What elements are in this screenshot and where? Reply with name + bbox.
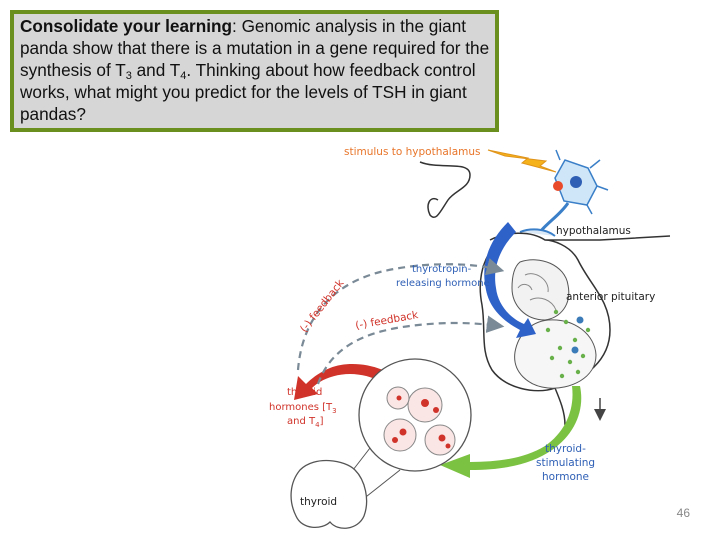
question-sub2: 4 bbox=[180, 70, 187, 82]
outer-feedback-line bbox=[296, 258, 505, 371]
thyroid-hormones-line3-group: and T4] bbox=[287, 416, 324, 429]
question-seg3: . Thinking about how feedback control wo… bbox=[20, 60, 476, 124]
thyroid-hormones-arrow bbox=[294, 364, 400, 400]
vessel-lines bbox=[517, 273, 557, 311]
thyroid-hormones-sub1: 3 bbox=[332, 407, 336, 415]
hormone-granules bbox=[545, 309, 591, 379]
thyroid-hormones-line2-group: hormones [T3 bbox=[269, 402, 337, 415]
anterior-pituitary-label: anterior pituitary bbox=[566, 291, 655, 303]
lightning-bolt-icon bbox=[487, 149, 557, 173]
posterior-lobe bbox=[511, 259, 570, 321]
neuron-icon bbox=[519, 149, 609, 237]
tsh-arrow bbox=[440, 386, 582, 478]
trh-label-line2: releasing hormone bbox=[396, 278, 490, 289]
page-number: 46 bbox=[676, 506, 690, 520]
thyroid-label: thyroid bbox=[300, 496, 337, 508]
outer-feedback-label: (-) feedback bbox=[298, 277, 347, 335]
thyroid-hormones-line1: thyroid bbox=[287, 387, 322, 398]
thyroid-hormones-line2: hormones [T bbox=[269, 402, 333, 413]
question-sub1: 3 bbox=[125, 70, 132, 82]
thyroid-hormones-sub2: 4 bbox=[315, 421, 320, 429]
thyroid-gland bbox=[290, 459, 368, 529]
tsh-label-line3: hormone bbox=[542, 471, 589, 483]
trh-label-line1: thyrotropin- bbox=[412, 264, 472, 275]
brain-outline bbox=[419, 161, 471, 219]
inner-feedback-line bbox=[316, 315, 505, 385]
question-heading: Consolidate your learning bbox=[20, 16, 233, 36]
anterior-lobe bbox=[514, 319, 597, 389]
question-seg1: : Genomic analysis in the giant panda sh… bbox=[20, 16, 490, 80]
question-seg2: and T bbox=[131, 60, 181, 80]
thyroid-hormones-line3: and T bbox=[287, 416, 316, 427]
hypothalamus-label: hypothalamus bbox=[556, 225, 631, 237]
question-box: Consolidate your learning: Genomic analy… bbox=[10, 10, 499, 132]
question-text: Consolidate your learning: Genomic analy… bbox=[20, 15, 495, 125]
thyroid-hormones-close: ] bbox=[320, 416, 324, 427]
stimulus-label: stimulus to hypothalamus bbox=[344, 146, 481, 158]
zoom-lines bbox=[352, 447, 401, 501]
trh-arrow bbox=[484, 222, 536, 338]
inner-feedback-label: (-) feedback bbox=[354, 309, 420, 332]
tsh-label-line1: thyroid- bbox=[545, 443, 586, 455]
thyroid-follicles bbox=[358, 358, 472, 472]
tsh-label-line2: stimulating bbox=[536, 457, 595, 469]
